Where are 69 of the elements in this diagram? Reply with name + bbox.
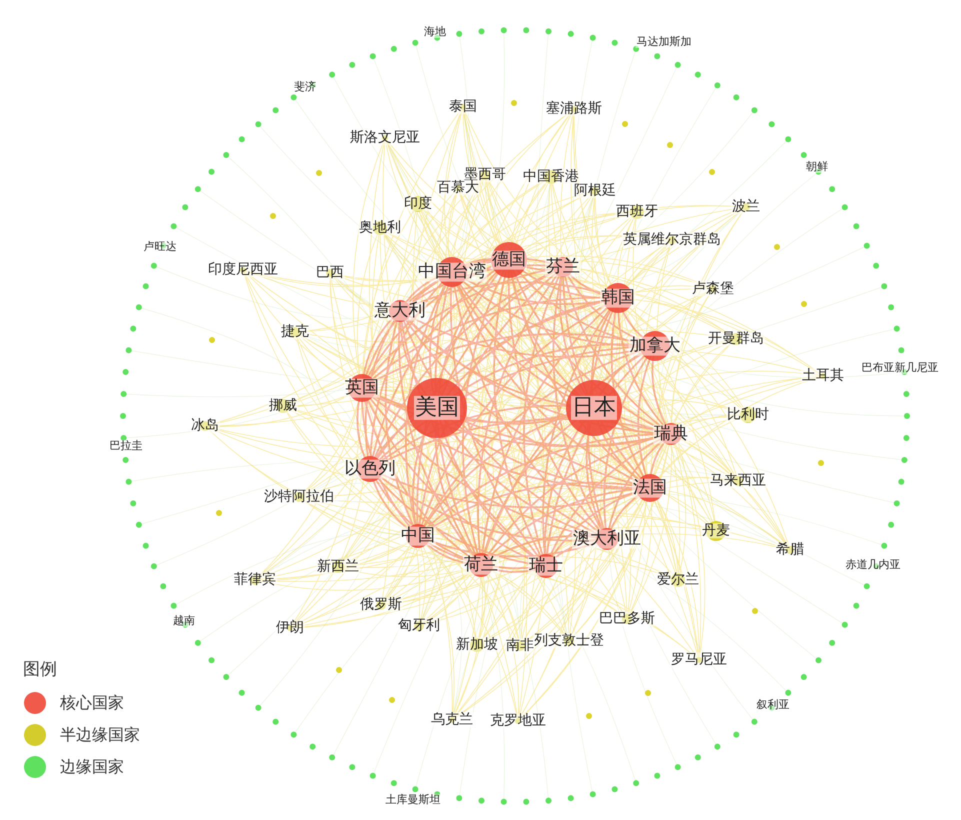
country-label: 瑞典 [653, 424, 689, 444]
country-label: 西班牙 [615, 204, 659, 220]
country-label: 比利时 [726, 407, 770, 423]
country-label: 中国香港 [522, 169, 580, 185]
country-label: 爱尔兰 [656, 572, 700, 588]
country-label: 斯洛文尼亚 [349, 130, 421, 146]
country-label: 芬兰 [545, 258, 581, 276]
country-label: 中国台湾 [417, 262, 487, 282]
country-label: 南非 [505, 638, 535, 654]
country-label: 阿根廷 [573, 183, 617, 199]
legend-text: 核心国家 [60, 692, 124, 714]
country-label: 百慕大 [436, 180, 480, 196]
country-label: 澳大利亚 [572, 530, 642, 548]
country-label: 马来西亚 [709, 473, 767, 489]
country-label: 巴拉圭 [108, 440, 144, 452]
country-label: 加拿大 [628, 336, 682, 356]
legend-text: 边缘国家 [60, 756, 124, 778]
country-label: 荷兰 [463, 556, 499, 574]
country-label: 德国 [491, 250, 527, 270]
country-label: 塞浦路斯 [545, 101, 603, 117]
country-label: 日本 [571, 396, 617, 420]
country-label: 俄罗斯 [359, 597, 403, 613]
legend-title: 图例 [22, 660, 58, 680]
country-label: 丹麦 [701, 523, 731, 539]
country-label: 土耳其 [801, 368, 845, 384]
country-label: 瑞士 [528, 556, 564, 576]
country-label: 斐济 [293, 80, 317, 94]
country-label: 罗马尼亚 [670, 652, 728, 668]
country-label: 泰国 [448, 99, 478, 115]
country-label: 新加坡 [455, 637, 499, 653]
country-label: 赤道几内亚 [844, 558, 902, 572]
country-label: 墨西哥 [463, 167, 507, 183]
country-label: 以色列 [344, 460, 396, 478]
country-label: 马达加斯加 [636, 36, 692, 48]
country-label: 韩国 [600, 288, 636, 308]
country-label: 沙特阿拉伯 [263, 489, 335, 505]
country-label: 印度 [403, 196, 433, 212]
country-label: 巴巴多斯 [598, 611, 656, 627]
country-label: 菲律宾 [233, 572, 277, 588]
country-label: 海地 [423, 26, 447, 38]
country-label: 希腊 [775, 542, 805, 558]
country-label: 土库曼斯坦 [384, 794, 442, 806]
country-label: 乌克兰 [430, 712, 474, 728]
country-label: 冰岛 [190, 418, 220, 434]
country-label: 列支敦士登 [533, 633, 605, 649]
country-label: 卢森堡 [691, 281, 735, 297]
country-label: 法国 [632, 478, 668, 498]
country-label: 匈牙利 [397, 618, 441, 634]
country-label: 挪威 [268, 398, 298, 414]
country-label: 巴西 [315, 265, 345, 281]
legend-text: 半边缘国家 [60, 724, 140, 746]
country-label: 克罗地亚 [489, 713, 547, 729]
country-label: 美国 [414, 396, 460, 420]
country-label: 叙利亚 [756, 698, 790, 712]
country-label: 英国 [344, 378, 380, 398]
country-label: 越南 [172, 614, 196, 628]
country-label: 英属维尔京群岛 [622, 232, 722, 248]
country-label: 中国 [400, 526, 436, 546]
country-label: 伊朗 [275, 620, 305, 636]
country-label: 卢旺达 [142, 240, 178, 254]
country-label: 印度尼西亚 [207, 262, 279, 278]
country-label: 波兰 [731, 199, 761, 215]
country-label: 意大利 [374, 302, 426, 320]
country-label: 朝鲜 [805, 160, 829, 174]
country-label: 巴布亚新几尼亚 [860, 362, 940, 374]
country-label: 开曼群岛 [707, 331, 765, 347]
country-label: 捷克 [280, 324, 310, 340]
country-label: 新西兰 [316, 559, 360, 575]
country-label: 奥地利 [358, 220, 402, 236]
